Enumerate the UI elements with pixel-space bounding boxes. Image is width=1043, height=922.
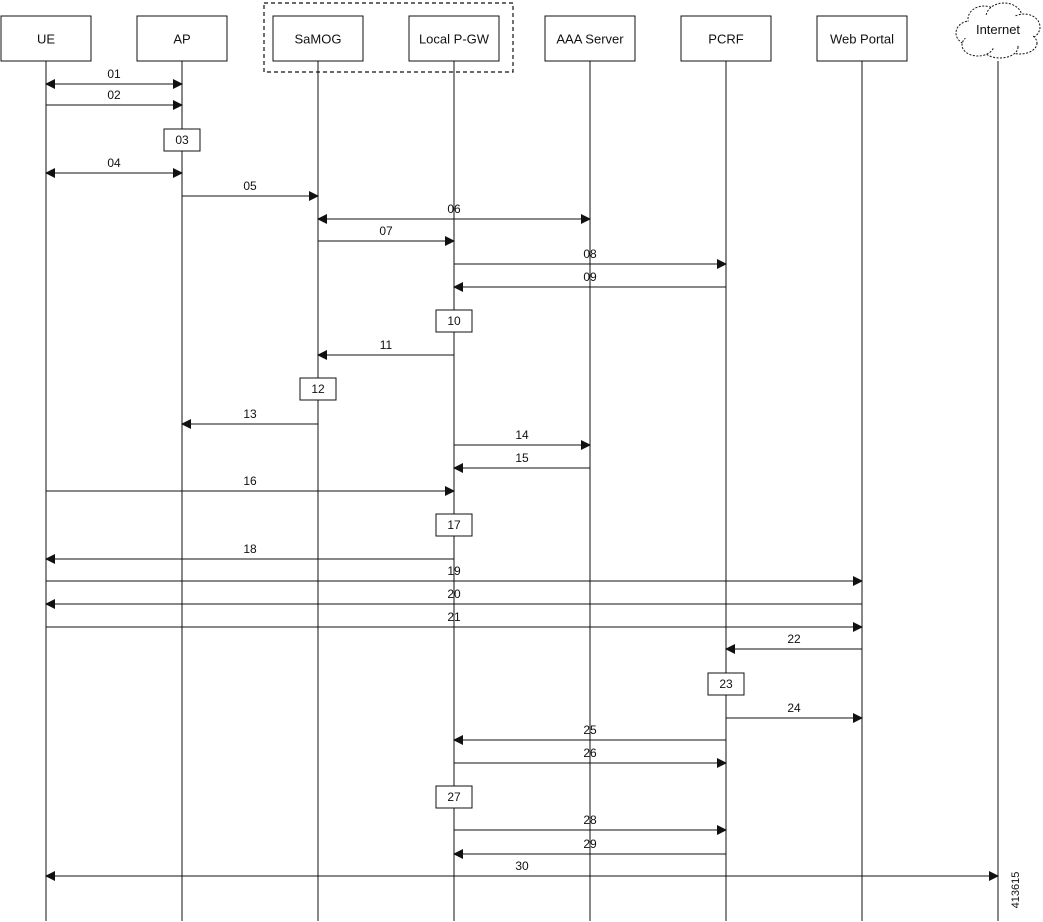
participant-label: SaMOG: [295, 32, 342, 47]
participant-label: AAA Server: [556, 32, 624, 47]
message-30: 30: [45, 859, 999, 881]
participant-box: [0, 15, 92, 62]
message-29: 29: [453, 837, 726, 859]
message-19: 19: [46, 564, 863, 586]
message-21: 21: [46, 610, 863, 632]
process-step-10: 10: [435, 309, 473, 333]
process-step-box: [435, 309, 473, 333]
participant-box: [544, 15, 636, 62]
participant-box: [816, 15, 908, 62]
participant-pcrf: PCRF: [680, 15, 772, 62]
participant-ap: AP: [136, 15, 228, 62]
participant-label: Local P-GW: [419, 32, 490, 47]
process-step-label: 23: [719, 677, 733, 691]
process-step-box: [435, 785, 473, 809]
cloud-shape: [955, 2, 1041, 59]
process-step-label: 27: [447, 790, 461, 804]
message-label: 19: [447, 564, 461, 578]
participant-label: AP: [173, 32, 190, 47]
process-step-box: [707, 672, 745, 696]
participant-ue: UE: [0, 15, 92, 62]
participant-samog: SaMOG: [272, 15, 364, 62]
message-04: 04: [45, 156, 183, 178]
participant-label: PCRF: [708, 32, 743, 47]
message-26: 26: [454, 746, 727, 768]
message-13: 13: [181, 407, 318, 429]
message-label: 15: [515, 451, 529, 465]
participant-label: UE: [37, 32, 55, 47]
participant-inet: Internet: [955, 2, 1041, 59]
message-label: 26: [583, 746, 597, 760]
process-step-label: 12: [311, 382, 325, 396]
message-label: 04: [107, 156, 121, 170]
message-label: 08: [583, 247, 597, 261]
process-step-box: [299, 377, 337, 401]
message-label: 25: [583, 723, 597, 737]
participant-box: [680, 15, 772, 62]
event-layer: 01 02 03 04 05 06 07 08 09 10 11 12 13 14 15 16 17 18 19 20…: [45, 67, 999, 881]
participant-box: [408, 15, 500, 62]
process-step-label: 10: [447, 314, 461, 328]
participant-label: Internet: [976, 22, 1020, 37]
message-11: 11: [317, 338, 454, 360]
message-label: 28: [583, 813, 597, 827]
node-layer: UE AP SaMOG Local P-GW AAA Server PCRF Web Por…: [0, 2, 1041, 62]
message-25: 25: [453, 723, 726, 745]
message-label: 13: [243, 407, 257, 421]
message-label: 20: [447, 587, 461, 601]
participant-aaa: AAA Server: [544, 15, 636, 62]
message-20: 20: [45, 587, 862, 609]
message-14: 14: [454, 428, 591, 450]
message-18: 18: [45, 542, 454, 564]
message-28: 28: [454, 813, 727, 835]
process-step-27: 27: [435, 785, 473, 809]
process-step-17: 17: [435, 513, 473, 537]
process-step-03: 03: [163, 128, 201, 152]
group-layer: [263, 2, 514, 73]
process-step-box: [435, 513, 473, 537]
message-label: 16: [243, 474, 257, 488]
participant-box: [136, 15, 228, 62]
message-label: 05: [243, 179, 257, 193]
process-step-label: 03: [175, 133, 189, 147]
figure-id: 413615: [1010, 872, 1022, 909]
message-01: 01: [45, 67, 183, 89]
participant-lpgw: Local P-GW: [408, 15, 500, 62]
participant-box: [272, 15, 364, 62]
message-label: 22: [787, 632, 801, 646]
message-05: 05: [182, 179, 319, 201]
message-label: 18: [243, 542, 257, 556]
message-label: 14: [515, 428, 529, 442]
message-label: 30: [515, 859, 529, 873]
participant-label: Web Portal: [830, 32, 894, 47]
message-15: 15: [453, 451, 590, 473]
message-22: 22: [725, 632, 862, 654]
message-02: 02: [46, 88, 183, 110]
gateway-group-border: [263, 2, 514, 73]
message-label: 01: [107, 67, 121, 81]
message-06: 06: [317, 202, 591, 224]
message-16: 16: [46, 474, 455, 496]
message-label: 11: [380, 338, 393, 352]
process-step-label: 17: [447, 518, 461, 532]
message-label: 02: [107, 88, 121, 102]
message-label: 24: [787, 701, 801, 715]
message-label: 09: [583, 270, 597, 284]
message-label: 07: [379, 224, 393, 238]
message-07: 07: [318, 224, 455, 246]
message-label: 29: [583, 837, 597, 851]
process-step-box: [163, 128, 201, 152]
participant-portal: Web Portal: [816, 15, 908, 62]
message-08: 08: [454, 247, 727, 269]
message-label: 21: [447, 610, 461, 624]
message-label: 06: [447, 202, 461, 216]
meta-layer: 413615: [1010, 872, 1022, 909]
message-24: 24: [726, 701, 863, 723]
process-step-23: 23: [707, 672, 745, 696]
message-09: 09: [453, 270, 726, 292]
process-step-12: 12: [299, 377, 337, 401]
